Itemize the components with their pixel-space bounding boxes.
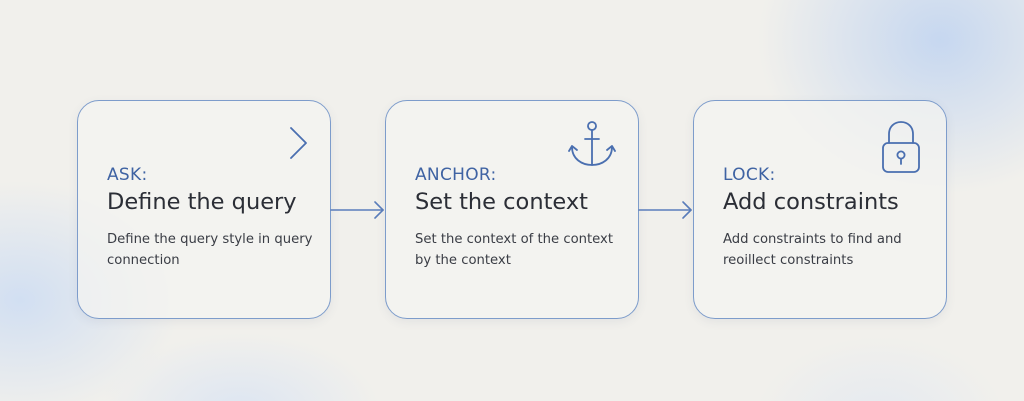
step-description: Add constraints to find and reoillect co…: [723, 232, 902, 268]
connector-arrow-icon: [638, 199, 694, 221]
step-title: Set the context: [415, 189, 588, 215]
step-card-lock: LOCK: Add constraints Add constraints to…: [693, 100, 947, 319]
step-tag: ASK:: [107, 165, 148, 185]
arrow-right-icon: [258, 123, 310, 163]
connector-arrow-icon: [330, 199, 386, 221]
step-title: Define the query: [107, 189, 297, 215]
step-card-anchor: ANCHOR: Set the context Set the context …: [385, 100, 639, 319]
step-description: Set the context of the context by the co…: [415, 232, 614, 268]
step-card-ask: ASK: Define the query Define the query s…: [77, 100, 331, 319]
step-title: Add constraints: [723, 189, 899, 215]
step-description: Define the query style in query connecti…: [107, 232, 313, 268]
anchor-icon: [568, 119, 616, 171]
padlock-icon: [880, 119, 922, 175]
step-tag: LOCK:: [723, 165, 776, 185]
step-tag: ANCHOR:: [415, 165, 497, 185]
